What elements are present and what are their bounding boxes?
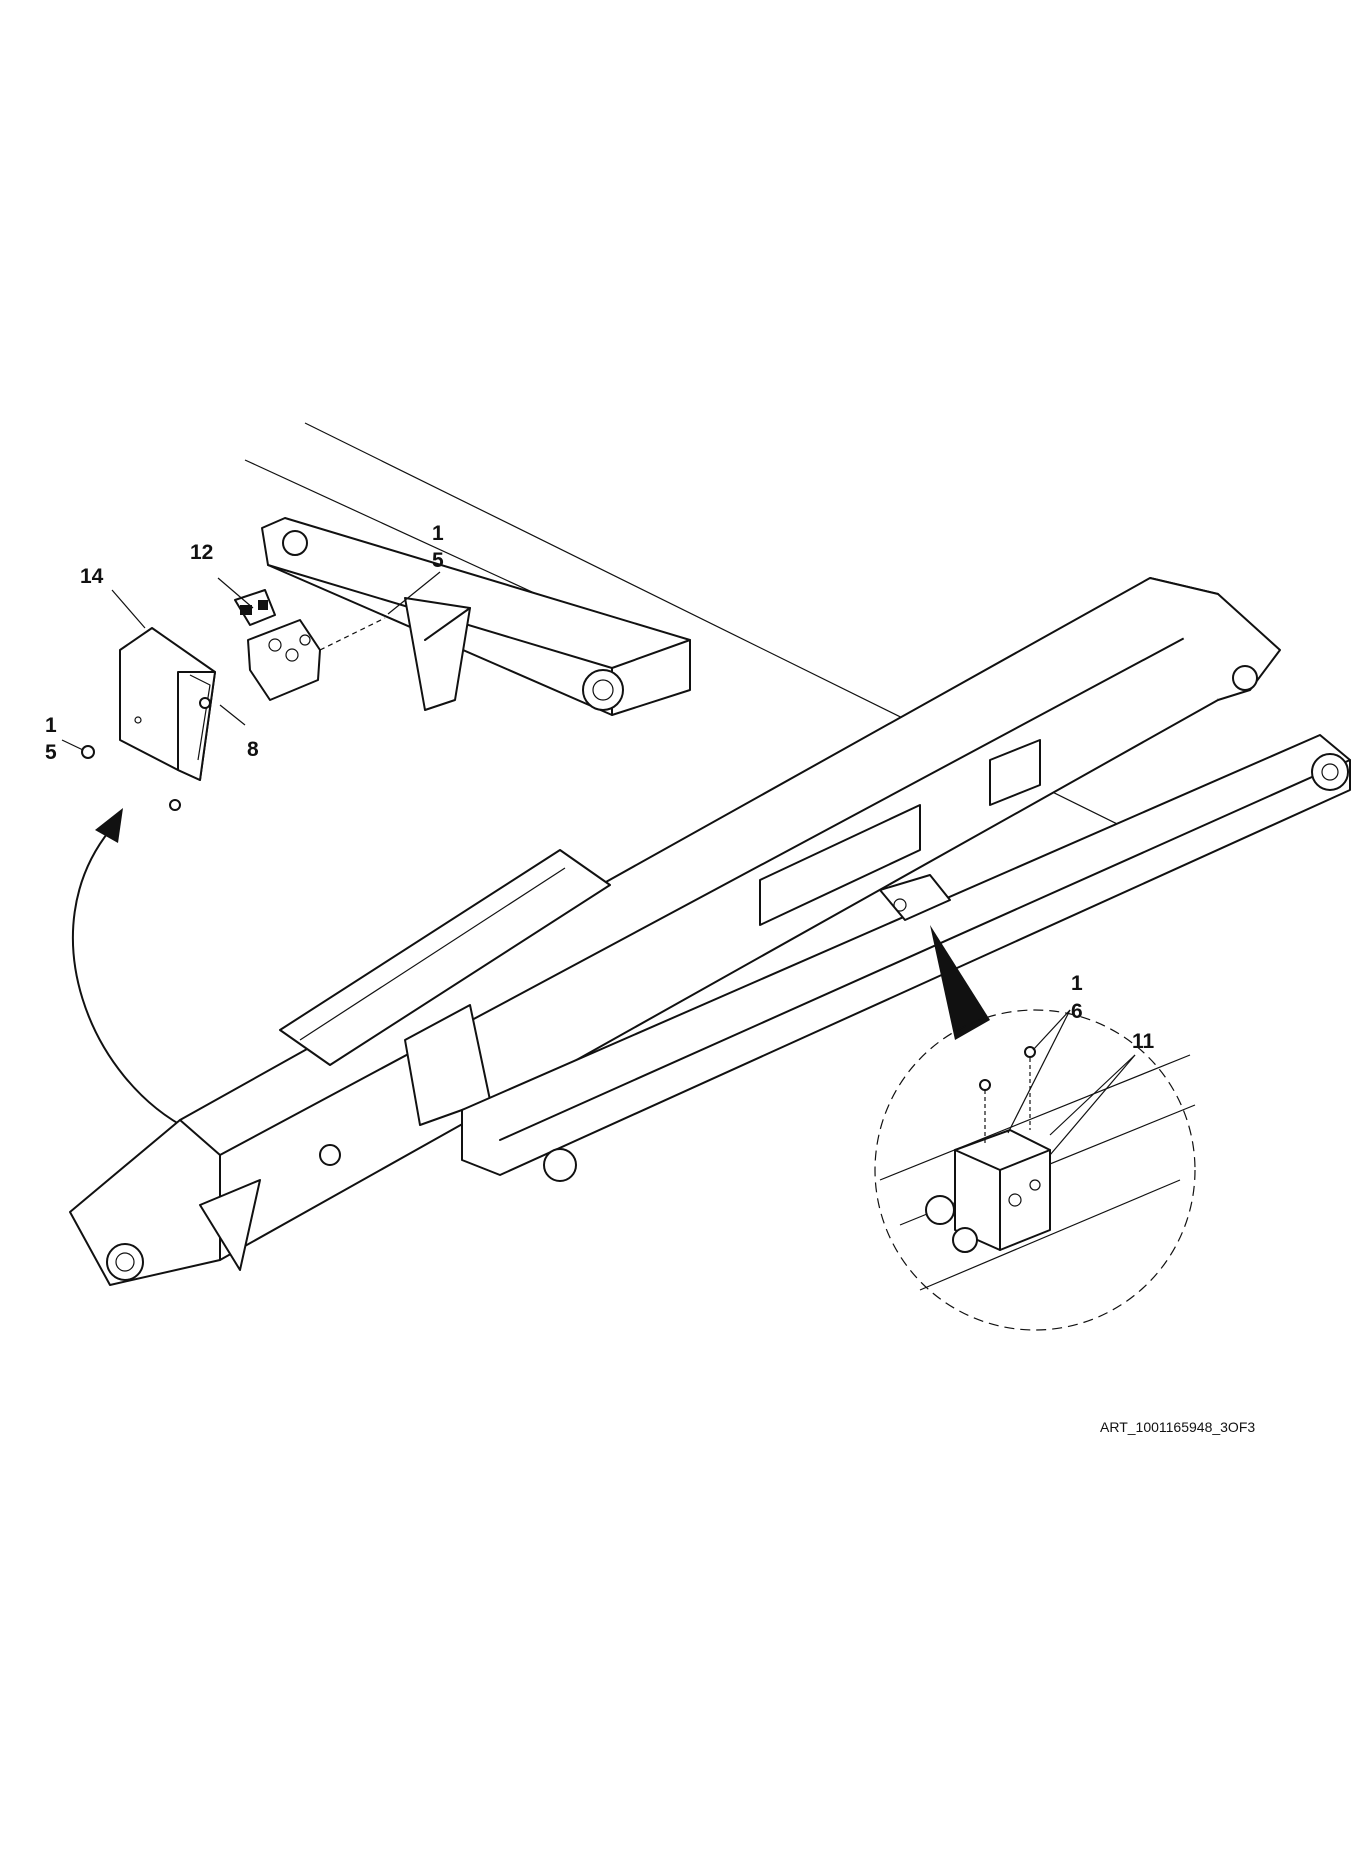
upper-boom — [244, 422, 1181, 856]
detail-pointer — [930, 925, 990, 1040]
detail-view — [874, 1009, 1196, 1331]
art-id-label: ART_1001165948_3OF3 — [1100, 1419, 1255, 1435]
cover-bracket — [81, 627, 216, 811]
callout-11-detail: 11 — [1132, 1030, 1155, 1053]
callout-8: 8 — [247, 738, 259, 761]
callout-1-left: 1 — [45, 714, 57, 737]
callout-1-detail: 1 — [1071, 972, 1083, 995]
callout-5-left: 5 — [45, 741, 57, 764]
callout-12: 12 — [190, 541, 213, 564]
callout-1-upper: 1 — [432, 522, 444, 545]
direction-arrow — [71, 808, 191, 1131]
main-boom — [69, 577, 1351, 1286]
callout-5-upper: 5 — [432, 549, 444, 572]
valve-assembly-upper — [234, 589, 386, 701]
callout-6-detail: 6 — [1071, 1000, 1083, 1023]
leader-lines — [61, 571, 1136, 1156]
callout-14: 14 — [80, 565, 104, 588]
